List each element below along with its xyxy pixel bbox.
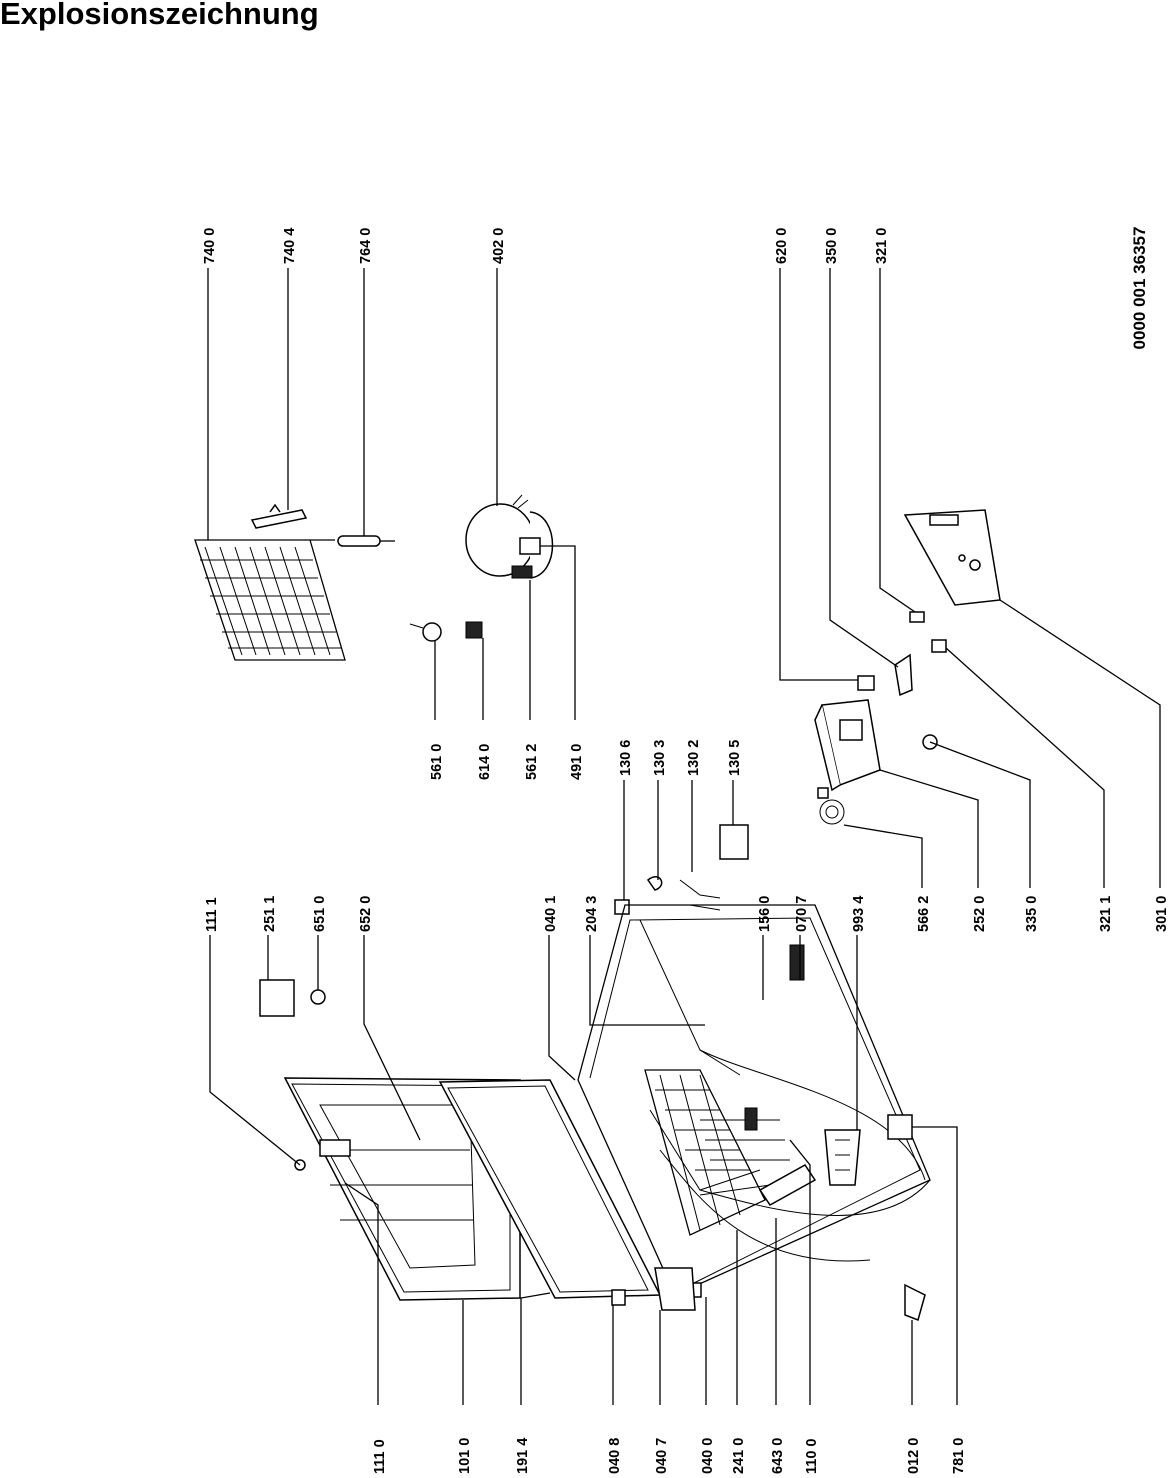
label-110-0: 110 0 <box>804 1439 820 1475</box>
label-652-0: 652 0 <box>358 896 374 932</box>
label-241-0: 241 0 <box>731 1438 747 1474</box>
label-740-0: 740 0 <box>202 228 218 264</box>
filter-drier <box>337 535 395 547</box>
label-402-0: 402 0 <box>491 228 507 264</box>
label-130-2: 130 2 <box>686 740 702 776</box>
label-111-1: 111 1 <box>204 897 220 932</box>
label-301-0: 301 0 <box>1154 896 1169 932</box>
label-130-5: 130 5 <box>727 740 743 776</box>
door-lid <box>283 1077 521 1301</box>
overload-protector <box>465 621 483 639</box>
label-130-3: 130 3 <box>652 740 668 776</box>
label-764-0: 764 0 <box>358 228 374 264</box>
compressor <box>465 494 554 579</box>
basket <box>644 1069 766 1236</box>
label-251-1: 251 1 <box>262 896 278 932</box>
condenser-coil <box>194 539 346 661</box>
label-156-0: 156 0 <box>757 896 773 932</box>
label-012-0: 012 0 <box>906 1438 922 1474</box>
label-740-4: 740 4 <box>282 228 298 264</box>
leader-lines <box>207 268 1161 1405</box>
label-993-4: 993 4 <box>851 896 867 932</box>
label-040-8: 040 8 <box>607 1438 623 1474</box>
label-620-0: 620 0 <box>774 228 790 264</box>
label-781-0: 781 0 <box>951 1438 967 1474</box>
small-fittings <box>259 824 749 1017</box>
label-335-0: 335 0 <box>1024 896 1040 932</box>
control-panel <box>903 509 1001 606</box>
condenser-bracket <box>250 503 308 529</box>
label-040-7: 040 7 <box>654 1438 670 1474</box>
label-561-2: 561 2 <box>524 744 540 780</box>
label-643-0: 643 0 <box>770 1438 786 1474</box>
label-491-0: 491 0 <box>569 744 585 780</box>
label-252-0: 252 0 <box>972 896 988 932</box>
starter-relay <box>409 622 442 642</box>
page-title: Explosionszeichnung <box>0 0 319 31</box>
label-321-1: 321 1 <box>1098 896 1114 932</box>
label-651-0: 651 0 <box>312 896 328 932</box>
thermostat-components <box>814 611 947 825</box>
label-191-4: 191 4 <box>515 1438 531 1474</box>
label-070-7: 070 7 <box>794 896 810 932</box>
label-566-2: 566 2 <box>916 896 932 932</box>
label-130-6: 130 6 <box>618 740 634 776</box>
label-350-0: 350 0 <box>824 228 840 264</box>
label-040-0: 040 0 <box>700 1438 716 1474</box>
label-561-0: 561 0 <box>429 744 445 780</box>
part-labels: 740 0 740 4 764 0 402 0 620 0 350 0 321 … <box>202 228 1169 1474</box>
label-101-0: 101 0 <box>457 1438 473 1474</box>
label-614-0: 614 0 <box>477 744 493 780</box>
label-111-0: 111 0 <box>372 1439 388 1474</box>
label-321-0: 321 0 <box>874 228 890 264</box>
label-204-3: 204 3 <box>584 896 600 932</box>
label-040-1: 040 1 <box>543 896 559 932</box>
